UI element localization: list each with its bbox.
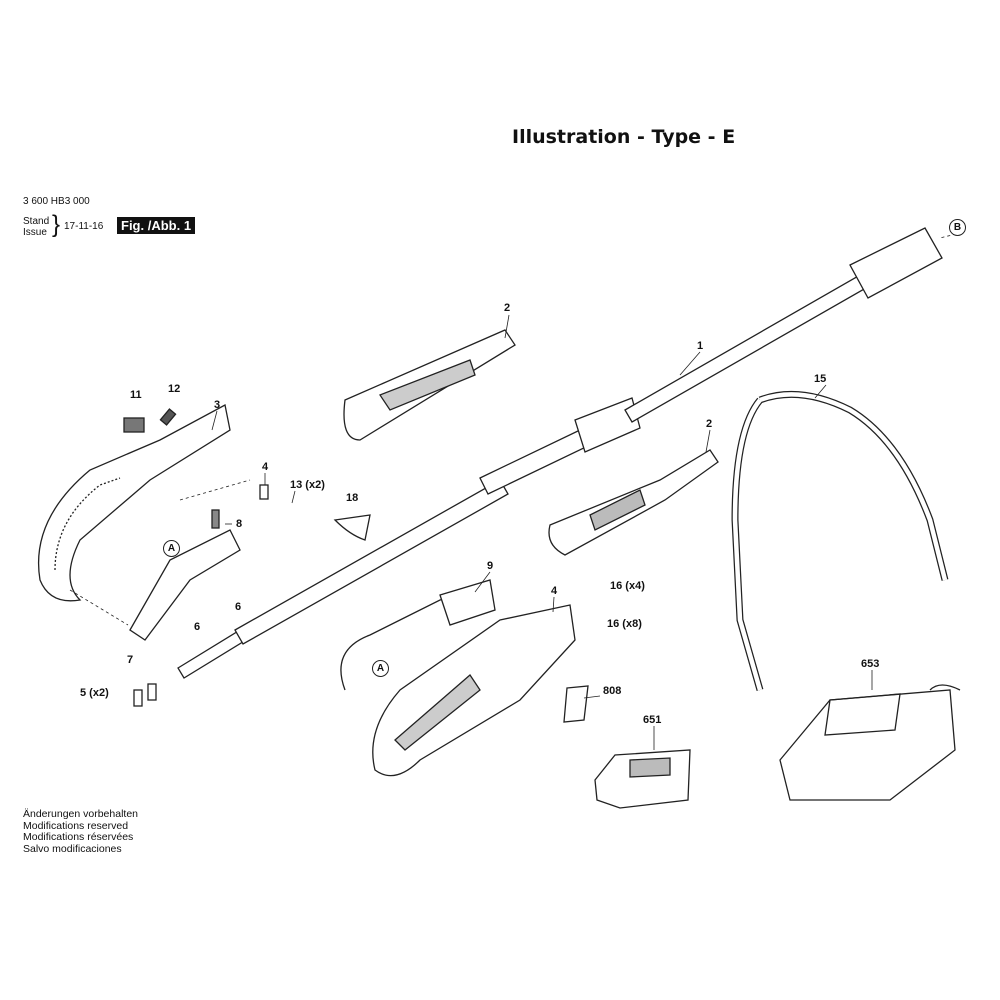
callout-653: 653 [861, 658, 880, 670]
trigger-part-7 [129, 529, 241, 641]
callout-16-x4: 16 (x4) [610, 580, 645, 592]
callout-13: 13 (x2) [290, 479, 325, 491]
issue-date: 17-11-16 [64, 221, 104, 232]
housing-part-4 [372, 604, 576, 777]
note-es: Salvo modificaciones [23, 842, 122, 855]
page-title: Illustration - Type - E [512, 126, 736, 148]
charger-part-653 [779, 684, 961, 801]
brace-glyph: } [52, 211, 61, 238]
callout-4-housing: 4 [551, 585, 558, 597]
marker-a-wiring: A [372, 660, 389, 677]
callout-18: 18 [346, 492, 359, 504]
callout-6-right: 6 [235, 601, 242, 613]
part-number: 3 600 HB3 000 [23, 196, 90, 207]
callout-6-left: 6 [194, 621, 201, 633]
marker-b: B [949, 219, 966, 236]
callout-8: 8 [236, 518, 243, 530]
battery-part-651 [594, 749, 691, 809]
callout-9: 9 [487, 560, 494, 572]
callout-2-lower: 2 [706, 418, 713, 430]
callout-808: 808 [603, 685, 622, 697]
marker-a-handle: A [163, 540, 180, 557]
callout-4-clip: 4 [262, 461, 269, 473]
callout-11: 11 [130, 389, 142, 401]
pole-part-1 [177, 227, 943, 679]
note-fr: Modifications réservées [23, 831, 134, 843]
wiring-part-9 [340, 589, 491, 691]
stand-label: Stand [23, 216, 50, 227]
callout-15: 15 [814, 373, 827, 385]
callout-2-upper: 2 [504, 302, 511, 314]
figure-badge: Fig. /Abb. 1 [117, 217, 196, 234]
callout-1: 1 [697, 340, 704, 352]
callout-5: 5 (x2) [80, 687, 109, 699]
grip-part-2-upper [343, 329, 516, 441]
issue-label: Issue [23, 227, 47, 238]
modification-notes: Änderungen vorbehalten Modifications res… [23, 808, 139, 855]
callout-651: 651 [643, 714, 662, 726]
strap-part-15 [731, 390, 949, 691]
note-en: Modifications reserved [23, 819, 129, 832]
callout-3: 3 [214, 399, 221, 411]
stand-issue-labels: Stand Issue [23, 216, 49, 238]
grip-part-2-lower [548, 449, 719, 556]
callout-16-x8: 16 (x8) [607, 618, 642, 630]
callout-12: 12 [168, 383, 181, 395]
callout-7: 7 [127, 654, 134, 666]
note-de: Änderungen vorbehalten [23, 808, 139, 820]
handle-part-3 [37, 404, 231, 602]
